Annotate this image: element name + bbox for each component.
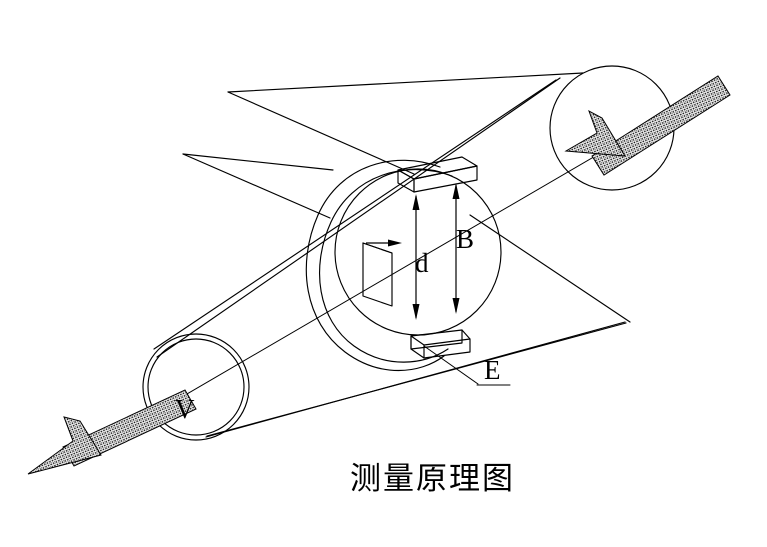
pipe-outline-lines	[182, 91, 631, 323]
label-V: V	[175, 394, 195, 424]
bottom-pole-piece	[410, 329, 471, 359]
pipe-left-end-ring	[142, 333, 250, 441]
label-B: B	[456, 224, 474, 254]
magnet-coil-ring	[305, 159, 502, 371]
electrode-leader	[423, 345, 511, 386]
electrode-block	[362, 239, 402, 307]
dimension-B	[452, 183, 460, 314]
top-pole-piece	[397, 156, 478, 193]
figure-title: 测量原理图	[350, 461, 515, 497]
inlet-flow-arrow	[564, 75, 731, 176]
label-E: E	[484, 355, 501, 385]
pipe-cylinder	[156, 72, 626, 438]
dimension-d	[412, 194, 420, 320]
label-d: d	[415, 248, 429, 278]
outlet-flow-arrow	[27, 389, 197, 475]
